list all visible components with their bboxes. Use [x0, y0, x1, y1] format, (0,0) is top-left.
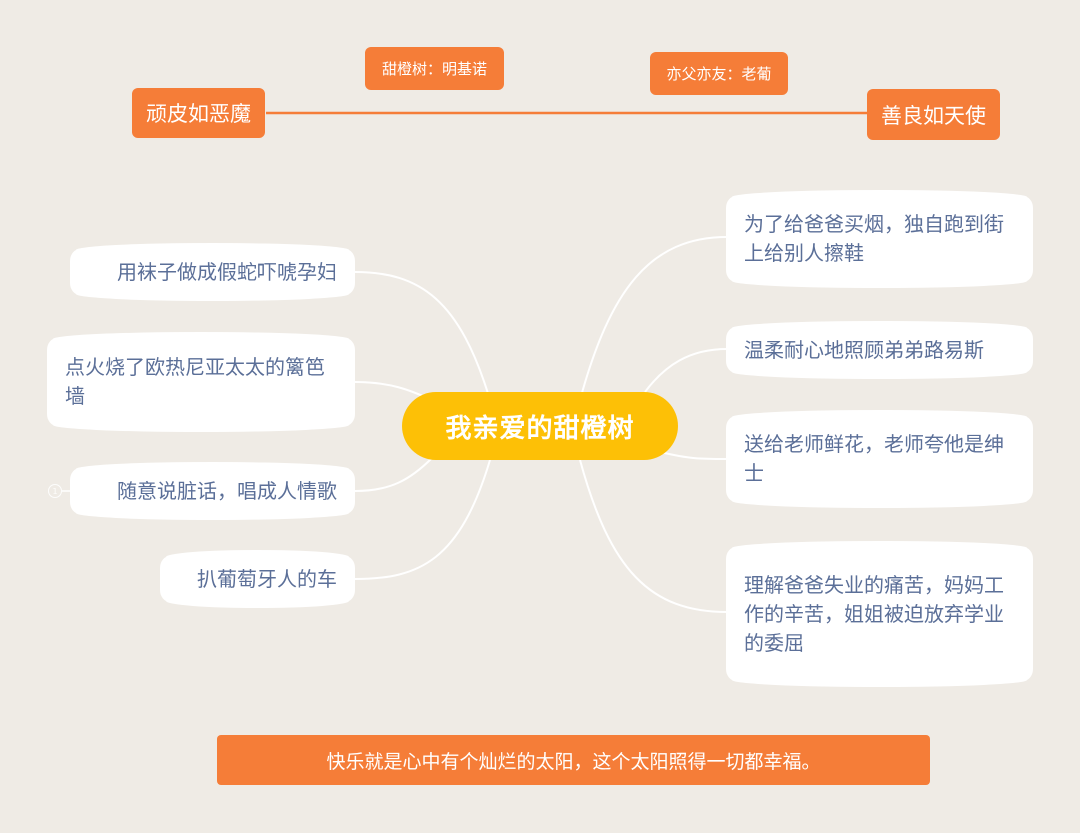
summary-text: 快乐就是心中有个灿烂的太阳，这个太阳照得一切都幸福。: [326, 750, 821, 773]
left-branch-label: 扒葡萄牙人的车: [197, 566, 337, 591]
left-branch-node[interactable]: 用袜子做成假蛇吓唬孕妇: [70, 243, 355, 301]
left-branch-label: 点火烧了欧热尼亚太太的篱笆墙: [65, 355, 325, 408]
collapse-marker-icon[interactable]: 1: [48, 484, 62, 498]
trait-kind-label: 善良如天使: [881, 103, 986, 128]
relation-label-tree-text: 甜橙树：明基诺: [381, 60, 487, 78]
relation-label-portuga-text: 亦父亦友：老葡: [666, 65, 772, 83]
left-branch-label: 随意说脏话，唱成人情歌: [117, 478, 337, 503]
collapse-marker-number: 1: [52, 486, 58, 496]
trait-naughty-label: 顽皮如恶魔: [146, 102, 251, 126]
summary-banner[interactable]: 快乐就是心中有个灿烂的太阳，这个太阳照得一切都幸福。: [217, 735, 930, 785]
right-branch-node[interactable]: 送给老师鲜花，老师夸他是绅士: [726, 410, 1033, 508]
left-branch-label: 用袜子做成假蛇吓唬孕妇: [117, 259, 337, 284]
right-branch-label: 为了给爸爸买烟，独自跑到街上给别人擦鞋: [744, 212, 1004, 265]
trait-kind-node[interactable]: 善良如天使: [867, 89, 1000, 140]
right-branch-label: 送给老师鲜花，老师夸他是绅士: [744, 432, 1004, 485]
central-topic-label: 我亲爱的甜橙树: [445, 413, 635, 444]
right-branch-label: 温柔耐心地照顾弟弟路易斯: [744, 337, 984, 362]
relation-label-portuga[interactable]: 亦父亦友：老葡: [650, 52, 788, 95]
central-topic[interactable]: 我亲爱的甜橙树: [402, 392, 678, 460]
relation-label-tree[interactable]: 甜橙树：明基诺: [365, 47, 504, 90]
right-branch-node[interactable]: 理解爸爸失业的痛苦，妈妈工作的辛苦，姐姐被迫放弃学业的委屈: [726, 541, 1033, 687]
right-branch-node[interactable]: 为了给爸爸买烟，独自跑到街上给别人擦鞋: [726, 190, 1033, 288]
left-branch-node[interactable]: 随意说脏话，唱成人情歌: [70, 462, 355, 520]
right-branch-label: 理解爸爸失业的痛苦，妈妈工作的辛苦，姐姐被迫放弃学业的委屈: [744, 572, 1004, 655]
right-branch-node[interactable]: 温柔耐心地照顾弟弟路易斯: [726, 321, 1033, 379]
trait-naughty-node[interactable]: 顽皮如恶魔: [132, 88, 265, 138]
left-branch-node[interactable]: 扒葡萄牙人的车: [160, 550, 355, 608]
left-branch-node[interactable]: 点火烧了欧热尼亚太太的篱笆墙: [47, 332, 355, 432]
